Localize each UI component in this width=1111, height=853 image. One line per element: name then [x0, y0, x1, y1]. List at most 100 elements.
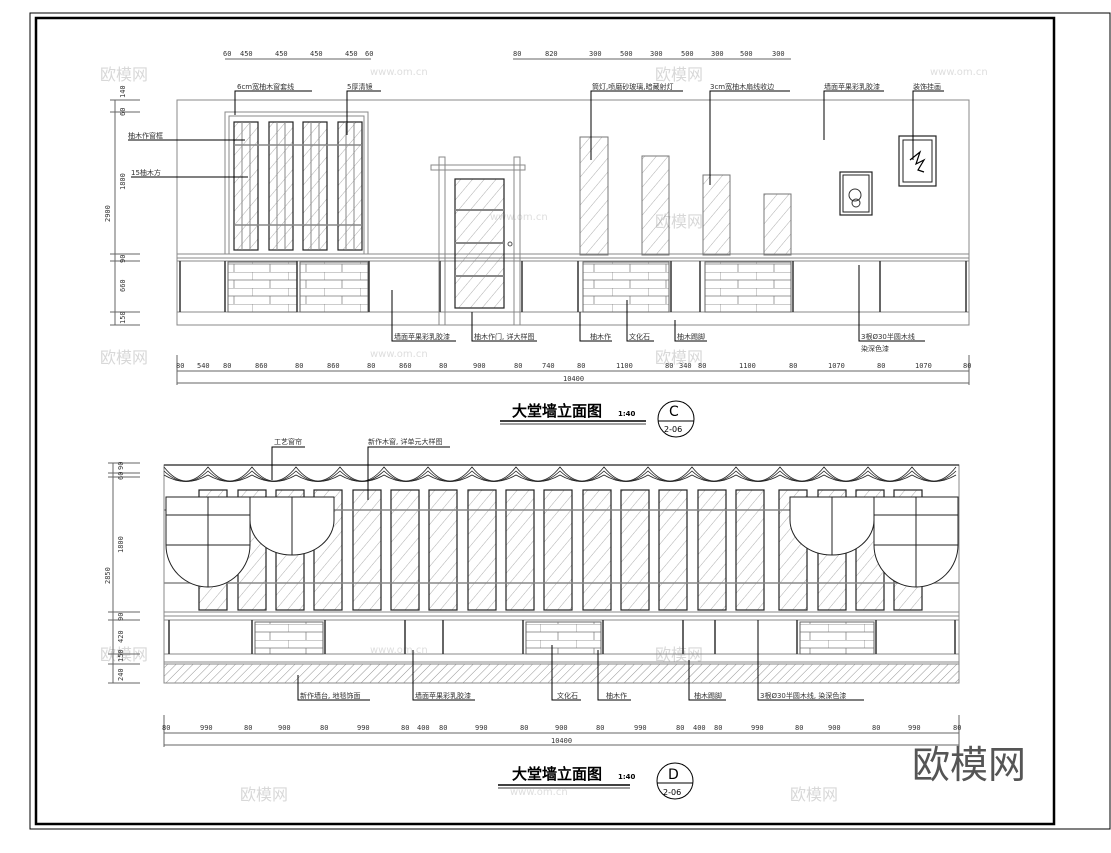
label-clear-mirror: 5厚清镜 [347, 82, 372, 91]
svg-text:80: 80 [953, 724, 961, 732]
wall-paintings [839, 135, 937, 216]
svg-text:80: 80 [176, 362, 184, 370]
scale-d: 1:40 [618, 773, 636, 781]
svg-text:140: 140 [119, 85, 127, 98]
svg-text:1800: 1800 [119, 173, 127, 190]
svg-text:www.om.cn: www.om.cn [930, 67, 988, 78]
svg-text:990: 990 [475, 724, 488, 732]
label-teak-trim: 3cm宽柚木扇线收边 [710, 82, 774, 91]
label-teak-bar: 15柚木方 [131, 168, 161, 177]
svg-text:1800: 1800 [117, 536, 125, 553]
drawing-frame [29, 12, 1111, 830]
svg-text:80: 80 [877, 362, 885, 370]
svg-text:450: 450 [275, 50, 288, 58]
svg-text:500: 500 [740, 50, 753, 58]
svg-text:900: 900 [278, 724, 291, 732]
svg-text:900: 900 [473, 362, 486, 370]
label-culture-stone-d: 文化石 [557, 691, 578, 700]
callouts-top-c [128, 90, 944, 185]
left-dimensions-c [110, 99, 140, 326]
svg-text:860: 860 [255, 362, 268, 370]
svg-text:80: 80 [963, 362, 971, 370]
label-half-round-d: 3根Ø30半圆木线, 染深色漆 [760, 691, 846, 700]
svg-text:660: 660 [119, 279, 127, 292]
window-row-d [164, 489, 959, 611]
elevation-d: 工艺窗帘 新作木窗, 详单元大样图 新作墙台, 地毯饰面 墙面苹果彩乳胶漆 文化… [104, 437, 961, 800]
curtain-valance [163, 464, 959, 482]
left-dims-labels-c: 140 60 1800 90 660 150 2900 [104, 85, 127, 324]
label-wall-paint: 墙面苹果彩乳胶漆 [824, 82, 880, 91]
top-dims-left-c: 60 450 450 450 450 60 [223, 50, 373, 58]
svg-text:80: 80 [872, 724, 880, 732]
svg-text:860: 860 [399, 362, 412, 370]
mirror-strips [579, 136, 792, 256]
svg-text:80: 80 [295, 362, 303, 370]
svg-text:80: 80 [665, 362, 673, 370]
wainscot-d [168, 620, 956, 654]
svg-text:400: 400 [417, 724, 430, 732]
label-new-window: 新作木窗, 详单元大样图 [368, 437, 442, 446]
svg-text:80: 80 [698, 362, 706, 370]
svg-text:990: 990 [200, 724, 213, 732]
svg-text:80: 80 [162, 724, 170, 732]
svg-text:80: 80 [439, 362, 447, 370]
title-d: 大堂墙立面图 [512, 765, 602, 783]
teak-door [430, 156, 526, 326]
svg-text:欧模网: 欧模网 [100, 348, 148, 367]
sheet-ref-c: 2-06 [664, 425, 682, 434]
svg-text:欧模网: 欧模网 [240, 785, 288, 804]
svg-text:80: 80 [795, 724, 803, 732]
svg-text:450: 450 [310, 50, 323, 58]
svg-text:www.om.cn: www.om.cn [370, 349, 428, 360]
svg-text:1070: 1070 [915, 362, 932, 370]
svg-text:540: 540 [197, 362, 210, 370]
svg-text:80: 80 [676, 724, 684, 732]
svg-text:2900: 2900 [104, 205, 112, 222]
section-letter-d: D [668, 767, 679, 783]
svg-text:450: 450 [240, 50, 253, 58]
svg-text:90: 90 [117, 613, 125, 621]
label-half-round: 3根Ø30半圆木线 [861, 332, 915, 341]
sheet-ref-d: 2-06 [663, 788, 681, 797]
teak-window [224, 111, 369, 255]
title-block-c: 大堂墙立面图 1:40 C 2-06 [500, 400, 695, 438]
svg-text:欧模网: 欧模网 [912, 743, 1026, 787]
svg-text:450: 450 [345, 50, 358, 58]
svg-text:10400: 10400 [563, 375, 584, 383]
svg-text:1070: 1070 [828, 362, 845, 370]
svg-text:900: 900 [828, 724, 841, 732]
svg-text:340: 340 [679, 362, 692, 370]
svg-text:990: 990 [751, 724, 764, 732]
section-letter-c: C [669, 404, 679, 420]
label-lighting: 筒灯,喷磨砂玻璃,暗藏射灯 [592, 82, 673, 91]
svg-text:990: 990 [908, 724, 921, 732]
bottom-dimensions-d [163, 715, 960, 747]
svg-text:500: 500 [620, 50, 633, 58]
svg-text:1100: 1100 [739, 362, 756, 370]
svg-text:80: 80 [367, 362, 375, 370]
label-teak-door: 柚木作门, 详大样图 [474, 332, 534, 341]
svg-text:80: 80 [513, 50, 521, 58]
svg-text:www.om.cn: www.om.cn [370, 645, 428, 656]
top-dims-right-c: 80 820 300 500 300 500 300 500 300 [513, 50, 785, 58]
svg-text:www.om.cn: www.om.cn [370, 67, 428, 78]
label-teak-skirting-d: 柚木踢脚 [694, 691, 722, 700]
svg-text:90: 90 [117, 462, 125, 470]
svg-text:150: 150 [119, 311, 127, 324]
svg-text:80: 80 [514, 362, 522, 370]
label-wall-paint-d: 墙面苹果彩乳胶漆 [415, 691, 471, 700]
svg-text:80: 80 [320, 724, 328, 732]
svg-text:欧模网: 欧模网 [100, 65, 148, 84]
svg-text:60: 60 [119, 108, 127, 116]
label-wall-paint-bottom: 墙面苹果彩乳胶漆 [394, 332, 450, 341]
svg-text:www.om.cn: www.om.cn [510, 787, 568, 798]
svg-text:www.om.cn: www.om.cn [490, 212, 548, 223]
svg-text:1100: 1100 [616, 362, 633, 370]
svg-text:80: 80 [223, 362, 231, 370]
callouts-bottom-d [297, 620, 864, 701]
scale-c: 1:40 [618, 410, 636, 418]
svg-text:80: 80 [577, 362, 585, 370]
label-platform: 新作墙台, 地毯饰面 [300, 691, 360, 700]
svg-text:150: 150 [117, 649, 125, 662]
